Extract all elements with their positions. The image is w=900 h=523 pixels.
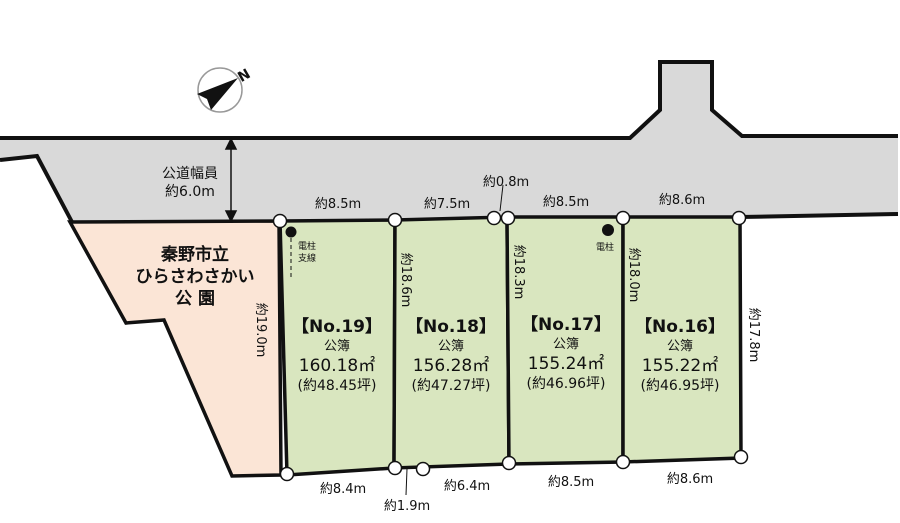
lot-number: 【No.19】 (292, 316, 382, 337)
dim-side: 約18.0m (626, 248, 641, 303)
pole-label: 電柱 (298, 240, 316, 252)
road-width: 約6.0m (165, 184, 215, 200)
boundary-marker (500, 210, 516, 226)
dim-bottom: 約8.5m (548, 475, 594, 490)
boundary-marker (415, 461, 431, 477)
utility-pole-icon (285, 226, 297, 238)
road-width-arrow (224, 137, 238, 223)
road-edge-left (0, 153, 74, 223)
road-label: 公道幅員 (162, 166, 218, 182)
lot-tsubo: (約48.45坪) (297, 378, 376, 394)
boundary-marker (387, 460, 403, 476)
boundary-marker (501, 455, 517, 471)
boundary-marker (387, 212, 403, 228)
dim-side: 約18.3m (511, 245, 526, 300)
lot-18-label: 【No.18】 公簿 156.28㎡ (約47.27坪) (406, 316, 496, 394)
utility-pole-icon (602, 224, 614, 236)
boundary-marker (272, 213, 288, 229)
lot-17-label: 【No.17】 公簿 155.24㎡ (約46.96坪) (521, 314, 611, 392)
lot-kind: 公簿 (667, 339, 693, 354)
lot-area: 160.18㎡ (299, 356, 375, 376)
lot-number: 【No.16】 (635, 316, 725, 337)
dim-top: 約0.8m (483, 175, 529, 190)
road-edge-top (0, 60, 898, 140)
stay-label: 支線 (298, 252, 316, 264)
lot-number: 【No.18】 (406, 316, 496, 337)
lot-area: 155.24㎡ (528, 354, 604, 374)
dim-bottom: 約8.6m (667, 472, 713, 487)
boundary-marker (733, 449, 749, 465)
dim-bottom: 約6.4m (444, 479, 490, 494)
boundary-marker (615, 454, 631, 470)
lot-16-label: 【No.16】 公簿 155.22㎡ (約46.95坪) (635, 316, 725, 394)
boundary-marker (615, 210, 631, 226)
public-road (0, 62, 898, 222)
dim-top: 約8.6m (659, 193, 705, 208)
boundary-markers (272, 210, 749, 482)
pole-label: 電柱 (596, 241, 614, 253)
dim-side: 約18.6m (398, 253, 413, 308)
park-name-line3: 公 園 (175, 289, 215, 309)
lot-tsubo: (約46.95坪) (640, 378, 719, 394)
lot-kind: 公簿 (438, 339, 464, 354)
lot-tsubo: (約46.96坪) (526, 376, 605, 392)
lot-kind: 公簿 (553, 337, 579, 352)
dim-top: 約8.5m (543, 195, 589, 210)
dim-leader-1.9 (405, 468, 408, 496)
dim-top: 約8.5m (315, 197, 361, 212)
park-name-line2: ひらさわさかい (136, 267, 255, 287)
dim-side: 約17.8m (746, 308, 761, 363)
park-name-line1: 秦野市立 (161, 244, 229, 265)
boundary-marker (279, 466, 295, 482)
lot-19-label: 【No.19】 公簿 160.18㎡ (約48.45坪) (292, 316, 382, 394)
lot-number: 【No.17】 (521, 314, 611, 335)
boundary-marker (731, 210, 747, 226)
lot-area: 155.22㎡ (642, 356, 718, 376)
dim-bottom: 約8.4m (320, 482, 366, 497)
dim-leader-0.8 (499, 184, 504, 212)
lot-tsubo: (約47.27坪) (411, 378, 490, 394)
dim-bottom: 約1.9m (384, 499, 430, 514)
lot-area: 156.28㎡ (413, 356, 489, 376)
boundary-marker (486, 210, 502, 226)
dim-top: 約7.5m (424, 197, 470, 212)
lot-kind: 公簿 (324, 339, 350, 354)
north-compass-icon (197, 67, 243, 113)
dim-side: 約19.0m (253, 303, 268, 358)
road-edge-right (739, 212, 899, 219)
